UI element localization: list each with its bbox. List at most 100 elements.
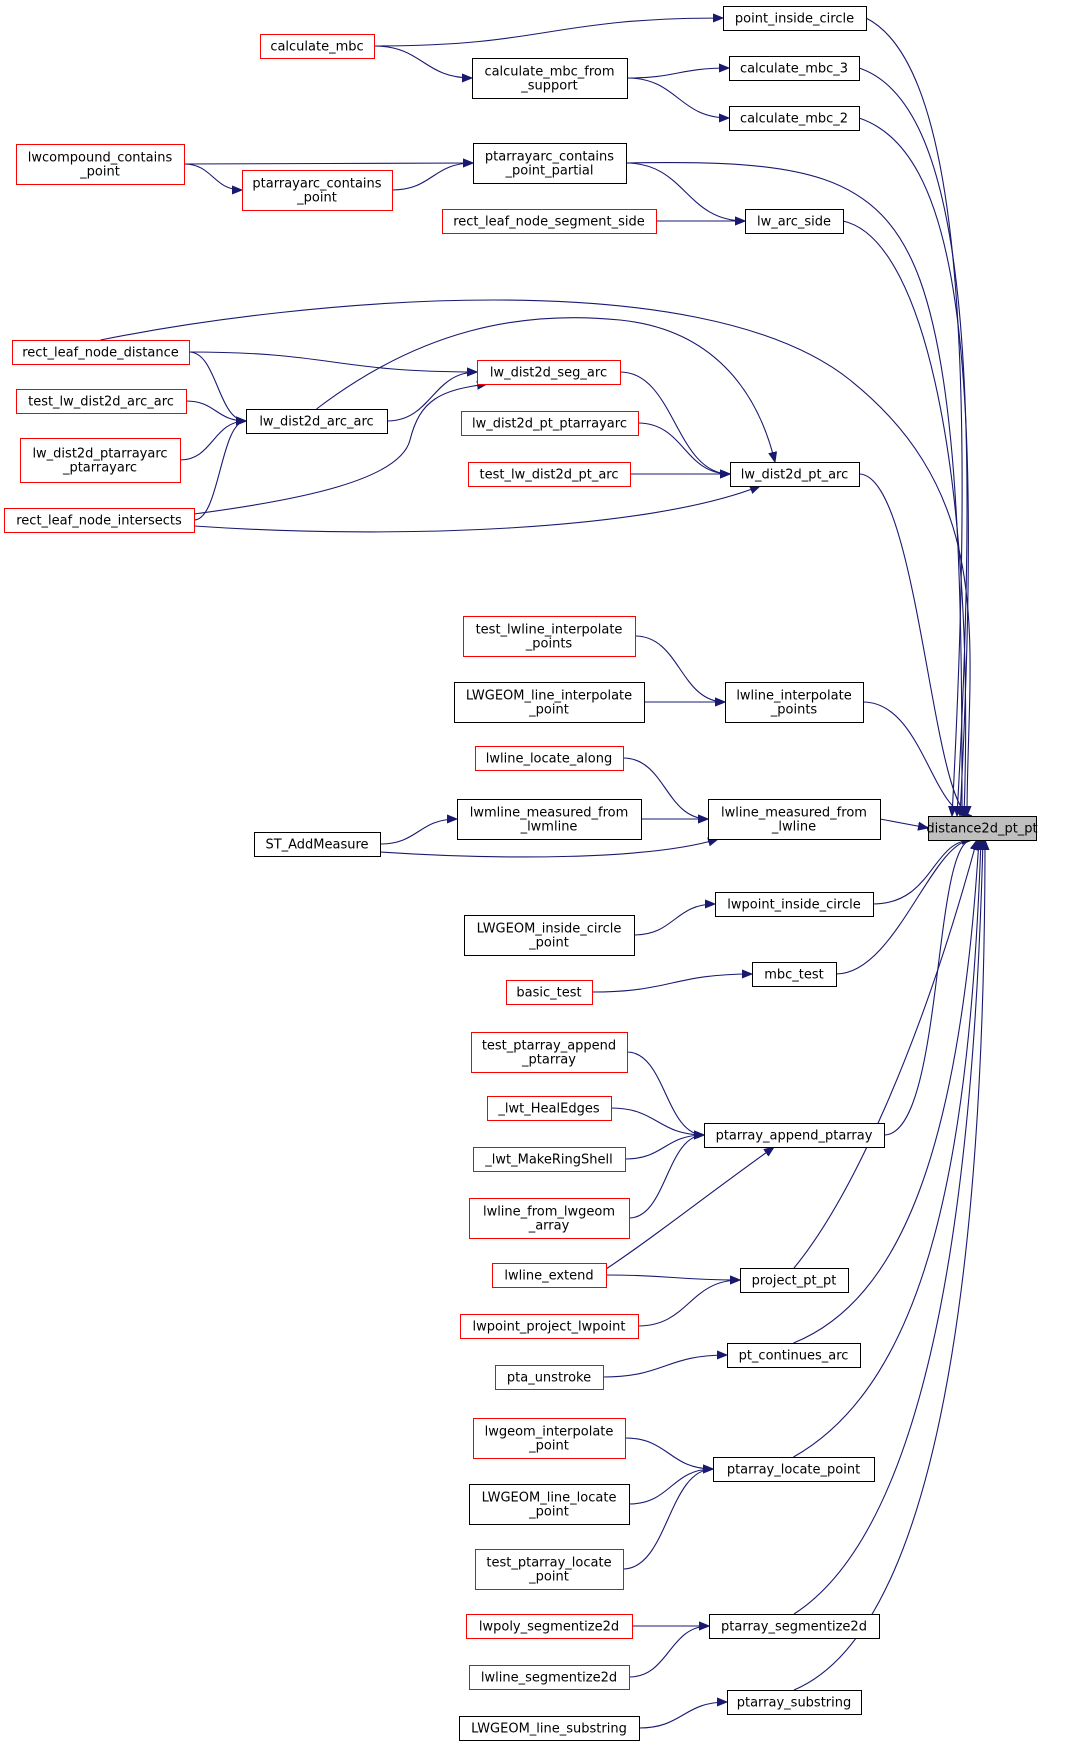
call-edge xyxy=(872,840,972,905)
function-node[interactable]: pta_unstroke xyxy=(495,1365,604,1390)
node-box xyxy=(254,832,381,857)
node-box xyxy=(729,106,860,131)
function-node[interactable]: lw_dist2d_arc_arc xyxy=(246,409,388,434)
node-box xyxy=(12,340,190,365)
node-box xyxy=(727,1690,862,1715)
node-label: _point xyxy=(528,1439,569,1454)
call-edge xyxy=(193,384,487,515)
function-node[interactable]: basic_test xyxy=(506,980,593,1005)
function-node[interactable]: ptarray_locate_point xyxy=(713,1457,875,1482)
node-box xyxy=(745,209,844,234)
node-box xyxy=(260,34,375,59)
function-node[interactable]: test_ptarray_locate_point xyxy=(475,1549,624,1590)
call-edge xyxy=(622,757,708,819)
node-label: _lwt_MakeRingShell xyxy=(484,1153,612,1168)
node-label: basic_test xyxy=(516,986,581,1001)
call-edge xyxy=(633,904,715,936)
node-label: rect_leaf_node_segment_side xyxy=(453,215,645,230)
call-edge xyxy=(188,351,477,372)
function-node[interactable]: lwpoint_project_lwpoint xyxy=(460,1314,639,1339)
function-node[interactable]: _lwt_MakeRingShell xyxy=(473,1147,626,1172)
function-node[interactable]: LWGEOM_line_locate_point xyxy=(469,1484,630,1525)
function-node[interactable]: ST_AddMeasure xyxy=(254,832,381,857)
node-box xyxy=(477,360,621,385)
function-node[interactable]: calculate_mbc_3 xyxy=(729,56,860,81)
function-node[interactable]: lwline_segmentize2d xyxy=(469,1665,630,1690)
function-node[interactable]: ptarray_append_ptarray xyxy=(704,1123,885,1148)
call-edge xyxy=(862,701,972,816)
function-node[interactable]: test_ptarray_append_ptarray xyxy=(471,1032,628,1073)
node-label: _array xyxy=(528,1219,570,1234)
node-label: pt_continues_arc xyxy=(739,1349,849,1364)
function-node[interactable]: LWGEOM_line_substring xyxy=(459,1716,640,1741)
node-box xyxy=(454,682,645,723)
function-node[interactable]: project_pt_pt xyxy=(740,1268,849,1293)
call-edge xyxy=(183,163,242,190)
function-node[interactable]: LWGEOM_line_interpolate_point xyxy=(454,682,645,723)
node-box xyxy=(730,462,860,487)
function-node[interactable]: calculate_mbc xyxy=(260,34,375,59)
call-edge xyxy=(316,317,776,462)
call-edge xyxy=(842,220,966,816)
call-edge xyxy=(373,18,723,47)
call-edge xyxy=(619,371,730,474)
function-node[interactable]: ptarrayarc_contains_point_partial xyxy=(473,143,627,184)
function-node[interactable]: ptarray_segmentize2d xyxy=(709,1614,880,1639)
function-node[interactable]: LWGEOM_inside_circle_point xyxy=(464,915,635,956)
function-node[interactable]: lwmline_measured_from_lwmline xyxy=(457,799,642,840)
function-node[interactable]: lw_dist2d_pt_arc xyxy=(730,462,860,487)
function-node[interactable]: lwline_from_lwgeom_array xyxy=(469,1198,630,1239)
node-box xyxy=(16,389,187,414)
function-node[interactable]: lw_dist2d_ptarrayarc_ptarrayarc xyxy=(20,438,181,483)
function-node[interactable]: rect_leaf_node_distance xyxy=(12,340,190,365)
node-label: lw_dist2d_seg_arc xyxy=(490,366,607,381)
function-node[interactable]: test_lwline_interpolate_points xyxy=(463,616,636,657)
node-label: _lwmline xyxy=(520,820,578,835)
call-edge xyxy=(793,840,977,1269)
node-label: lwline_from_lwgeom xyxy=(483,1205,615,1220)
node-box xyxy=(723,6,867,31)
function-node[interactable]: lwpoint_inside_circle xyxy=(715,892,874,917)
function-node[interactable]: point_inside_circle xyxy=(723,6,867,31)
node-label: LWGEOM_line_locate xyxy=(482,1491,617,1506)
function-node[interactable]: mbc_test xyxy=(752,962,837,987)
call-edge xyxy=(625,162,962,816)
call-edge xyxy=(858,117,969,816)
function-node[interactable]: lw_dist2d_seg_arc xyxy=(477,360,621,385)
function-node[interactable]: test_lw_dist2d_pt_arc xyxy=(468,462,631,487)
call-edge xyxy=(626,77,729,118)
call-edge xyxy=(637,422,730,474)
function-node[interactable]: lwline_measured_from_lwline xyxy=(708,799,881,840)
function-node[interactable]: calculate_mbc_from_support xyxy=(472,58,628,99)
call-edge xyxy=(858,67,968,816)
function-node[interactable]: calculate_mbc_2 xyxy=(729,106,860,131)
node-label: _points xyxy=(770,703,818,718)
node-label: _ptarray xyxy=(521,1053,576,1068)
function-node[interactable]: _lwt_HealEdges xyxy=(487,1096,612,1121)
node-label: test_ptarray_locate xyxy=(486,1556,611,1571)
node-label: ptarray_append_ptarray xyxy=(716,1129,873,1144)
function-node[interactable]: lw_dist2d_pt_ptarrayarc xyxy=(461,411,639,436)
function-node[interactable]: pt_continues_arc xyxy=(727,1343,861,1368)
function-node[interactable]: ptarray_substring xyxy=(727,1690,862,1715)
function-node[interactable]: lwline_interpolate_points xyxy=(725,682,864,723)
function-node[interactable]: lwline_locate_along xyxy=(475,746,624,771)
function-node[interactable]: lwpoly_segmentize2d xyxy=(466,1614,633,1639)
node-label: ptarray_locate_point xyxy=(727,1463,860,1478)
node-label: ptarray_substring xyxy=(737,1696,852,1711)
function-node[interactable]: ptarrayarc_contains_point xyxy=(242,170,393,211)
function-node[interactable]: test_lw_dist2d_arc_arc xyxy=(16,389,187,414)
node-box xyxy=(472,58,628,99)
function-node[interactable]: rect_leaf_node_segment_side xyxy=(442,209,657,234)
function-node[interactable]: rect_leaf_node_intersects xyxy=(4,508,195,533)
node-label: _support xyxy=(520,79,577,94)
function-node[interactable]: lwgeom_interpolate_point xyxy=(473,1418,626,1459)
node-label: lwpoly_segmentize2d xyxy=(479,1620,619,1635)
call-edge xyxy=(591,974,752,993)
function-node[interactable]: lwcompound_contains_point xyxy=(16,144,185,185)
node-label: _point xyxy=(528,936,569,951)
function-node[interactable]: lw_arc_side xyxy=(745,209,844,234)
function-node[interactable]: lwline_extend xyxy=(492,1263,607,1288)
node-box xyxy=(468,462,631,487)
node-label: test_lw_dist2d_pt_arc xyxy=(480,468,619,483)
